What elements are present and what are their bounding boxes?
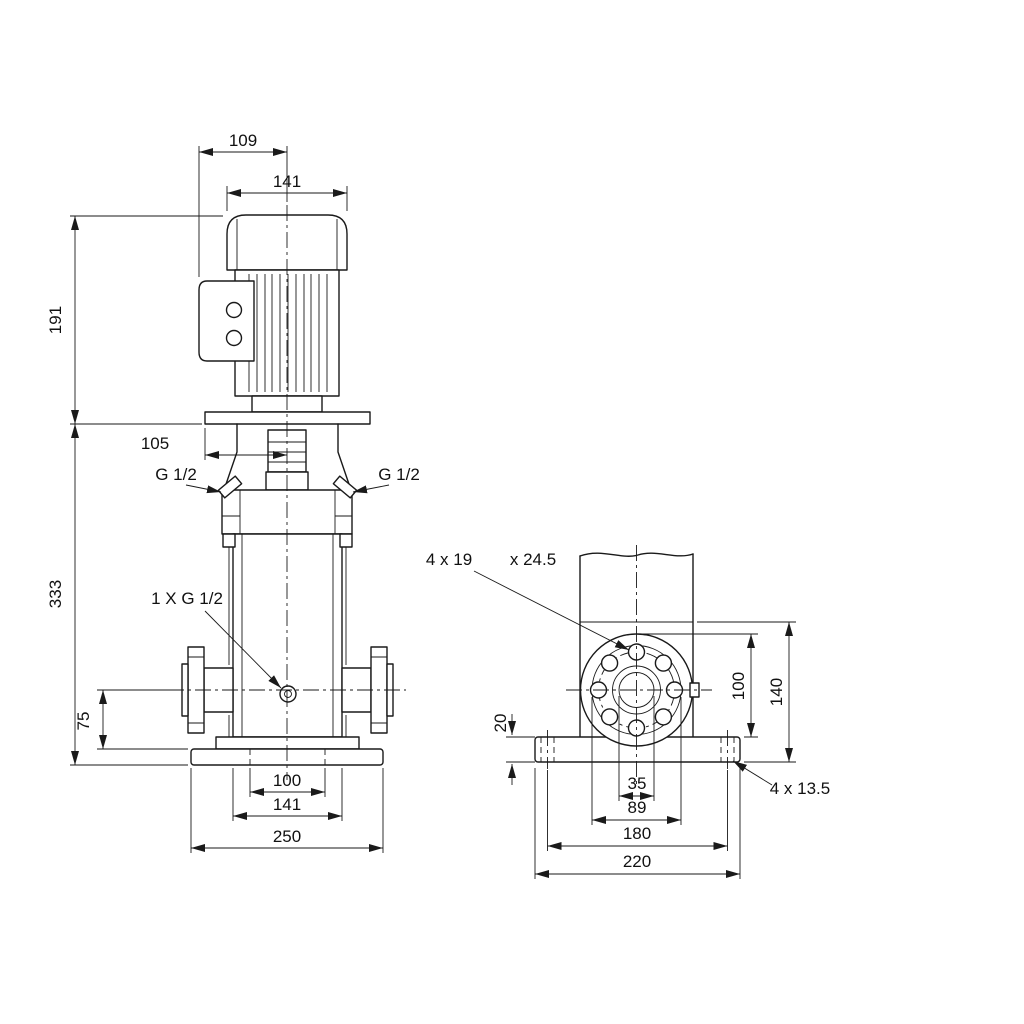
dimension-141-motor: 141 xyxy=(226,172,348,211)
front-view: 109 141 191 105 333 G 1/2 G 1/2 xyxy=(46,131,420,853)
staybolt-nut-right xyxy=(339,533,353,548)
motor-flange xyxy=(204,395,371,425)
label-gauge-left: G 1/2 xyxy=(155,465,222,494)
dim-label-191: 191 xyxy=(46,306,65,334)
dimension-140: 140 xyxy=(697,621,796,763)
base-holes-label: 4 x 13.5 xyxy=(770,779,831,798)
dimension-75: 75 xyxy=(74,689,188,750)
dimension-141-sleeve: 141 xyxy=(232,768,343,821)
dim-label-250: 250 xyxy=(273,827,301,846)
gauge-right-label: G 1/2 xyxy=(378,465,420,484)
motor-stool xyxy=(223,423,352,491)
dim-label-75: 75 xyxy=(74,712,93,731)
dimension-250: 250 xyxy=(190,768,384,853)
drain-plug xyxy=(279,685,297,703)
dimension-89: 89 xyxy=(591,697,682,825)
flange-holes-label: 4 x 19 xyxy=(426,550,472,569)
dim-label-141-sleeve: 141 xyxy=(273,795,301,814)
dimension-100-side: 100 xyxy=(642,633,758,738)
drain-label: 1 X G 1/2 xyxy=(151,589,223,608)
base-hole-centerlines xyxy=(547,730,728,769)
cable-entry-top xyxy=(225,301,243,319)
dimension-100-front: 100 xyxy=(249,768,326,797)
dim-label-180: 180 xyxy=(623,824,651,843)
terminal-box xyxy=(198,280,255,362)
dim-label-140: 140 xyxy=(767,678,786,706)
cable-entry-bottom xyxy=(225,329,243,347)
dim-label-220: 220 xyxy=(623,852,651,871)
dimension-220: 220 xyxy=(534,768,741,879)
dim-label-109: 109 xyxy=(229,131,257,150)
label-drain: 1 X G 1/2 xyxy=(151,589,282,689)
dim-label-35: 35 xyxy=(628,774,647,793)
gauge-plug-right xyxy=(332,475,358,499)
pump-sleeve xyxy=(222,533,353,738)
dimension-105: 105 xyxy=(141,428,287,460)
dim-label-141-motor: 141 xyxy=(273,172,301,191)
gauge-left-label: G 1/2 xyxy=(155,465,197,484)
label-flange-holes: 4 x 19 x 24.5 xyxy=(426,550,630,651)
mounting-base xyxy=(534,736,741,763)
dimension-20: 20 xyxy=(491,714,535,785)
label-base-holes: 4 x 13.5 xyxy=(732,760,831,798)
dimension-333: 333 xyxy=(46,424,188,766)
dimension-35: 35 xyxy=(618,696,655,801)
dim-label-100-front: 100 xyxy=(273,771,301,790)
label-gauge-right: G 1/2 xyxy=(352,465,420,494)
staybolt-nut-left xyxy=(222,533,236,548)
dim-label-105: 105 xyxy=(141,434,169,453)
gauge-plug-left xyxy=(217,475,243,499)
flange-counterbore-label: x 24.5 xyxy=(510,550,556,569)
side-view: 4 x 19 x 24.5 20 100 140 35 xyxy=(426,550,830,879)
pump-column xyxy=(579,552,694,738)
dim-label-333: 333 xyxy=(46,580,65,608)
centerlines xyxy=(168,205,728,784)
dimension-180: 180 xyxy=(547,770,728,851)
dim-label-89: 89 xyxy=(628,798,647,817)
dimension-109: 109 xyxy=(198,131,288,277)
dim-label-20: 20 xyxy=(491,714,510,733)
dimension-191: 191 xyxy=(46,215,223,425)
dim-label-100-side: 100 xyxy=(729,672,748,700)
